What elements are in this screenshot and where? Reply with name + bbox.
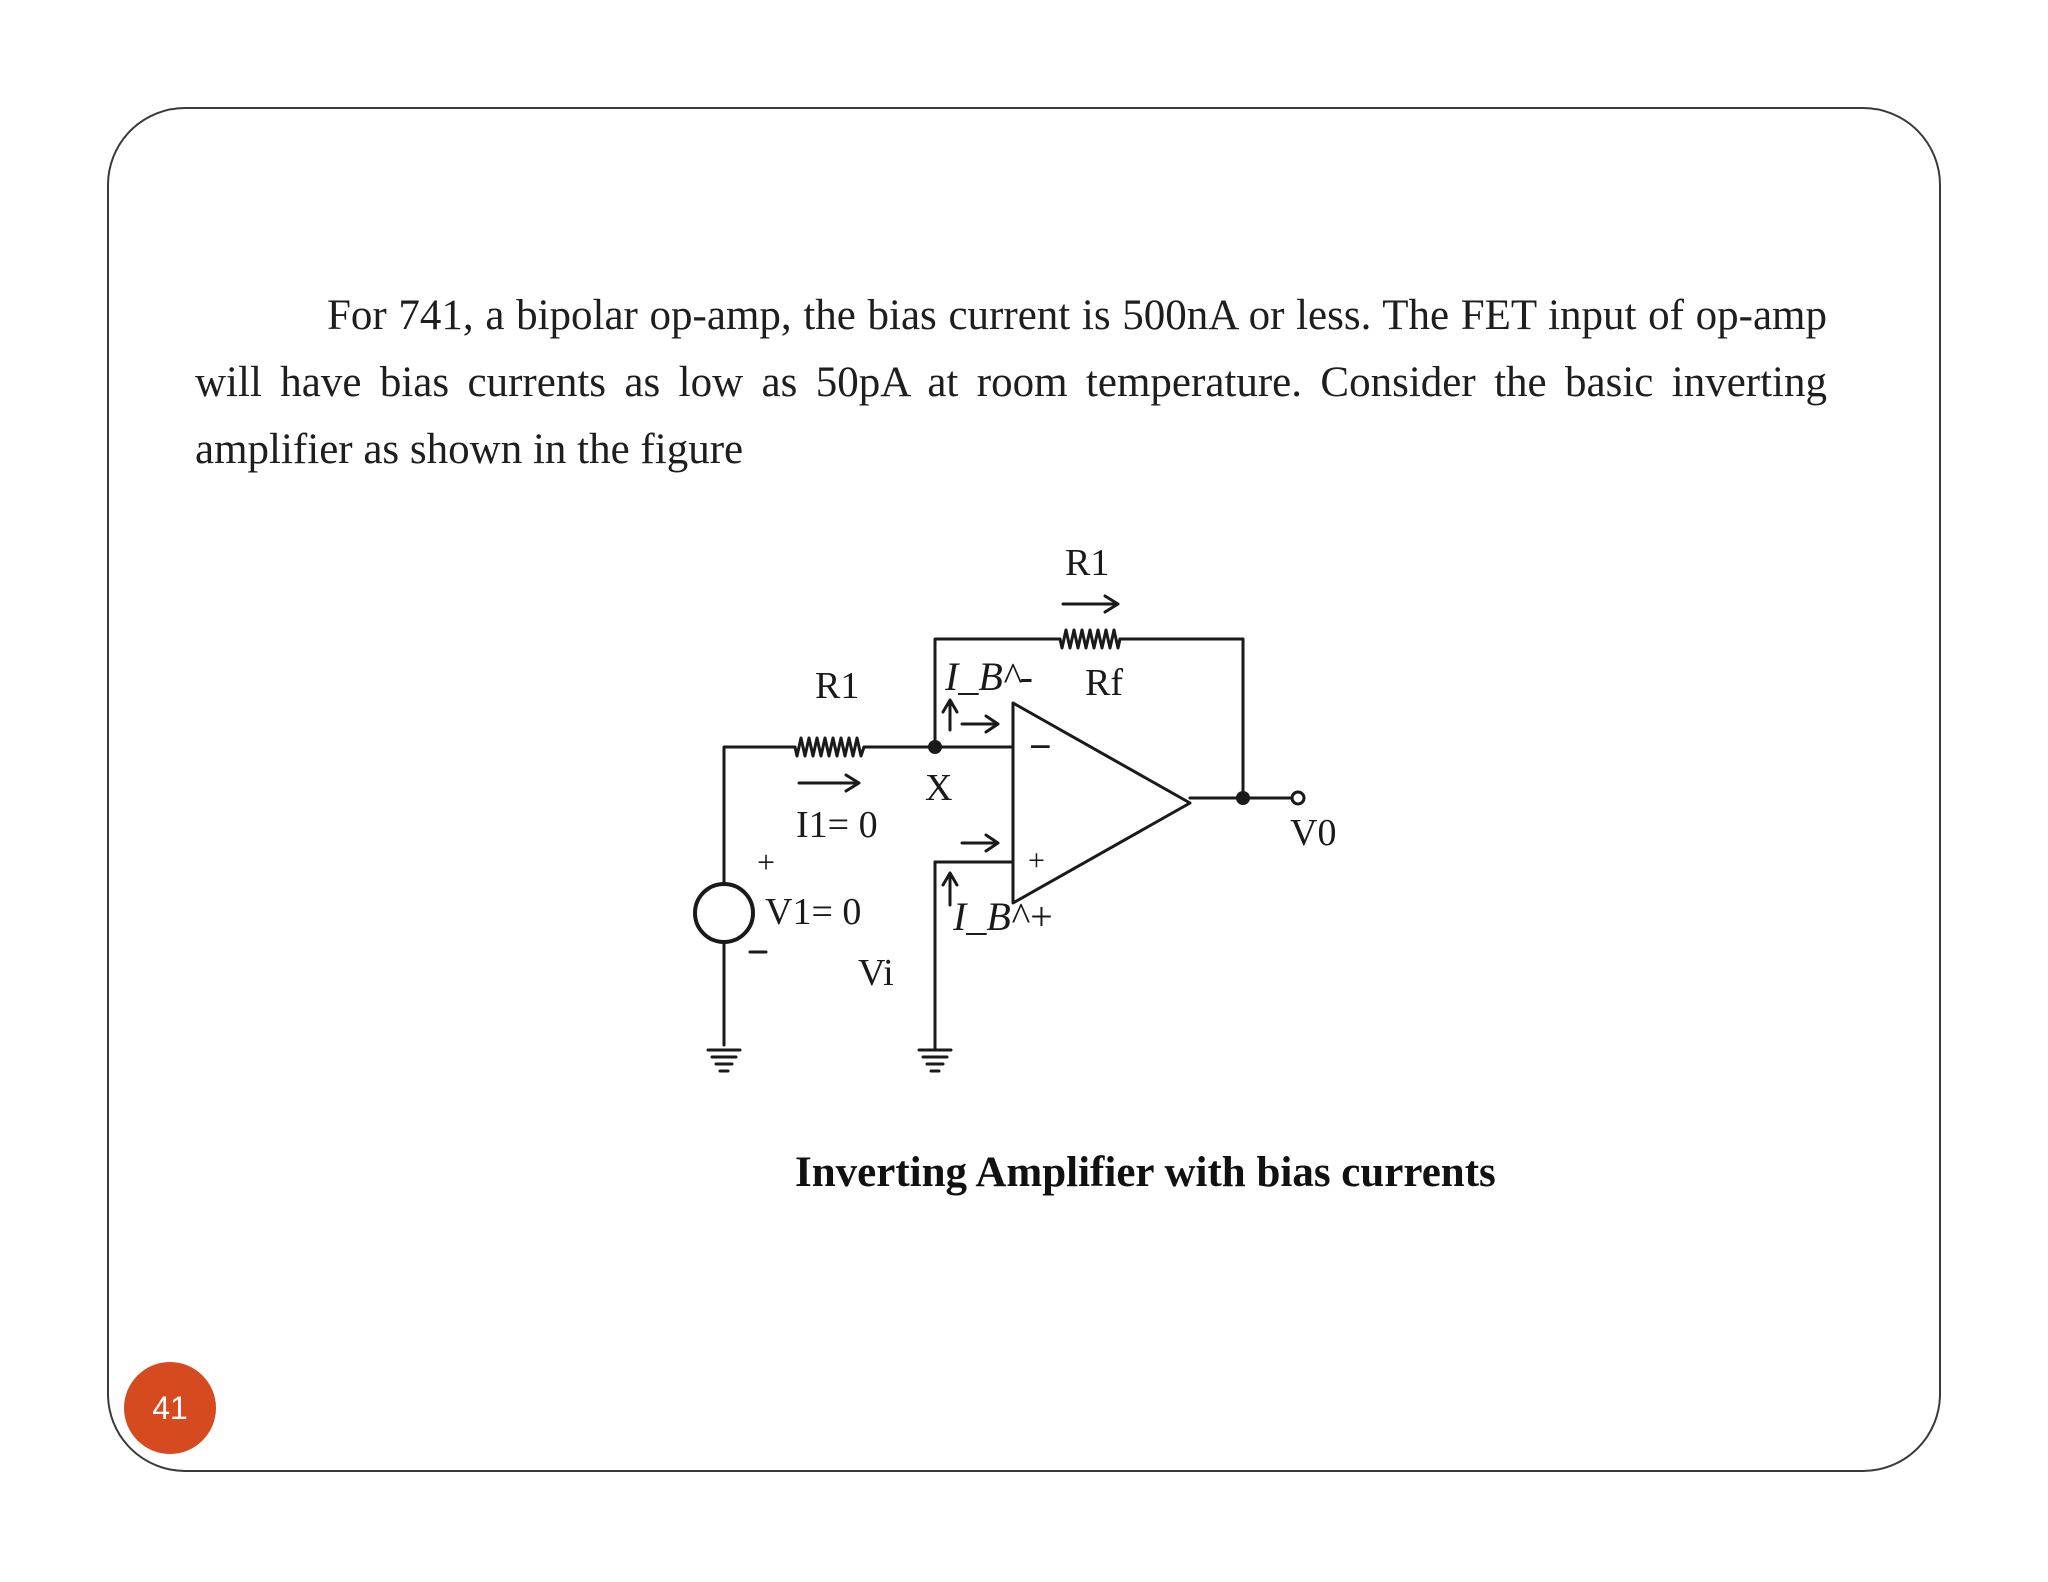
op-amp-triangle [1011,701,1192,905]
r1-input-resistor [793,736,866,758]
input-left-wire [722,745,797,1047]
source-plus-sign: + [757,844,775,880]
plus-up-arrow [941,871,959,907]
ib-minus-arrow [960,714,1000,734]
slide-frame [107,107,1941,1472]
r1-input-label: R1 [815,665,859,707]
voltage-source [693,882,755,944]
ib-plus-label: I_B^+ [952,894,1055,939]
feedback-right-wire [1118,637,1245,800]
r1-feedback-label: R1 [1065,542,1109,584]
v1-label: V1= 0 [765,891,861,933]
i1-label: I1= 0 [796,804,878,846]
output-node-dot [1236,791,1250,805]
output-terminal [1290,790,1306,806]
node-x-label: X [925,767,952,809]
rf-label: Rf [1085,662,1123,704]
node-x-dot [928,740,942,754]
vo-label: V0 [1290,812,1336,854]
paragraph-line-3: amplifier as shown in the figure [195,426,744,473]
i1-current-arrow [797,773,861,793]
ground-right [917,1048,953,1073]
opamp-minus-sign: − [1029,724,1052,769]
vi-label: Vi [858,952,894,994]
ib-plus-arrow [960,833,1000,853]
feedback-current-arrow [1061,594,1120,614]
node-x-up-arrow [941,698,959,732]
ib-minus-label: I_B^- [944,654,1033,699]
figure-caption: Inverting Amplifier with bias currents [795,1149,1496,1196]
paragraph-line-2: will have bias currents as low as 50pA a… [195,359,1827,406]
feedback-left-wire [933,637,1062,749]
rf-resistor [1058,628,1122,650]
page-number-badge: 41 [124,1362,216,1454]
paragraph-line-1: For 741, a bipolar op-amp, the bias curr… [327,292,1827,339]
ground-left [706,1048,742,1073]
opamp-plus-sign: + [1028,844,1045,877]
body-paragraph: For 741, a bipolar op-amp, the bias curr… [195,282,1827,483]
